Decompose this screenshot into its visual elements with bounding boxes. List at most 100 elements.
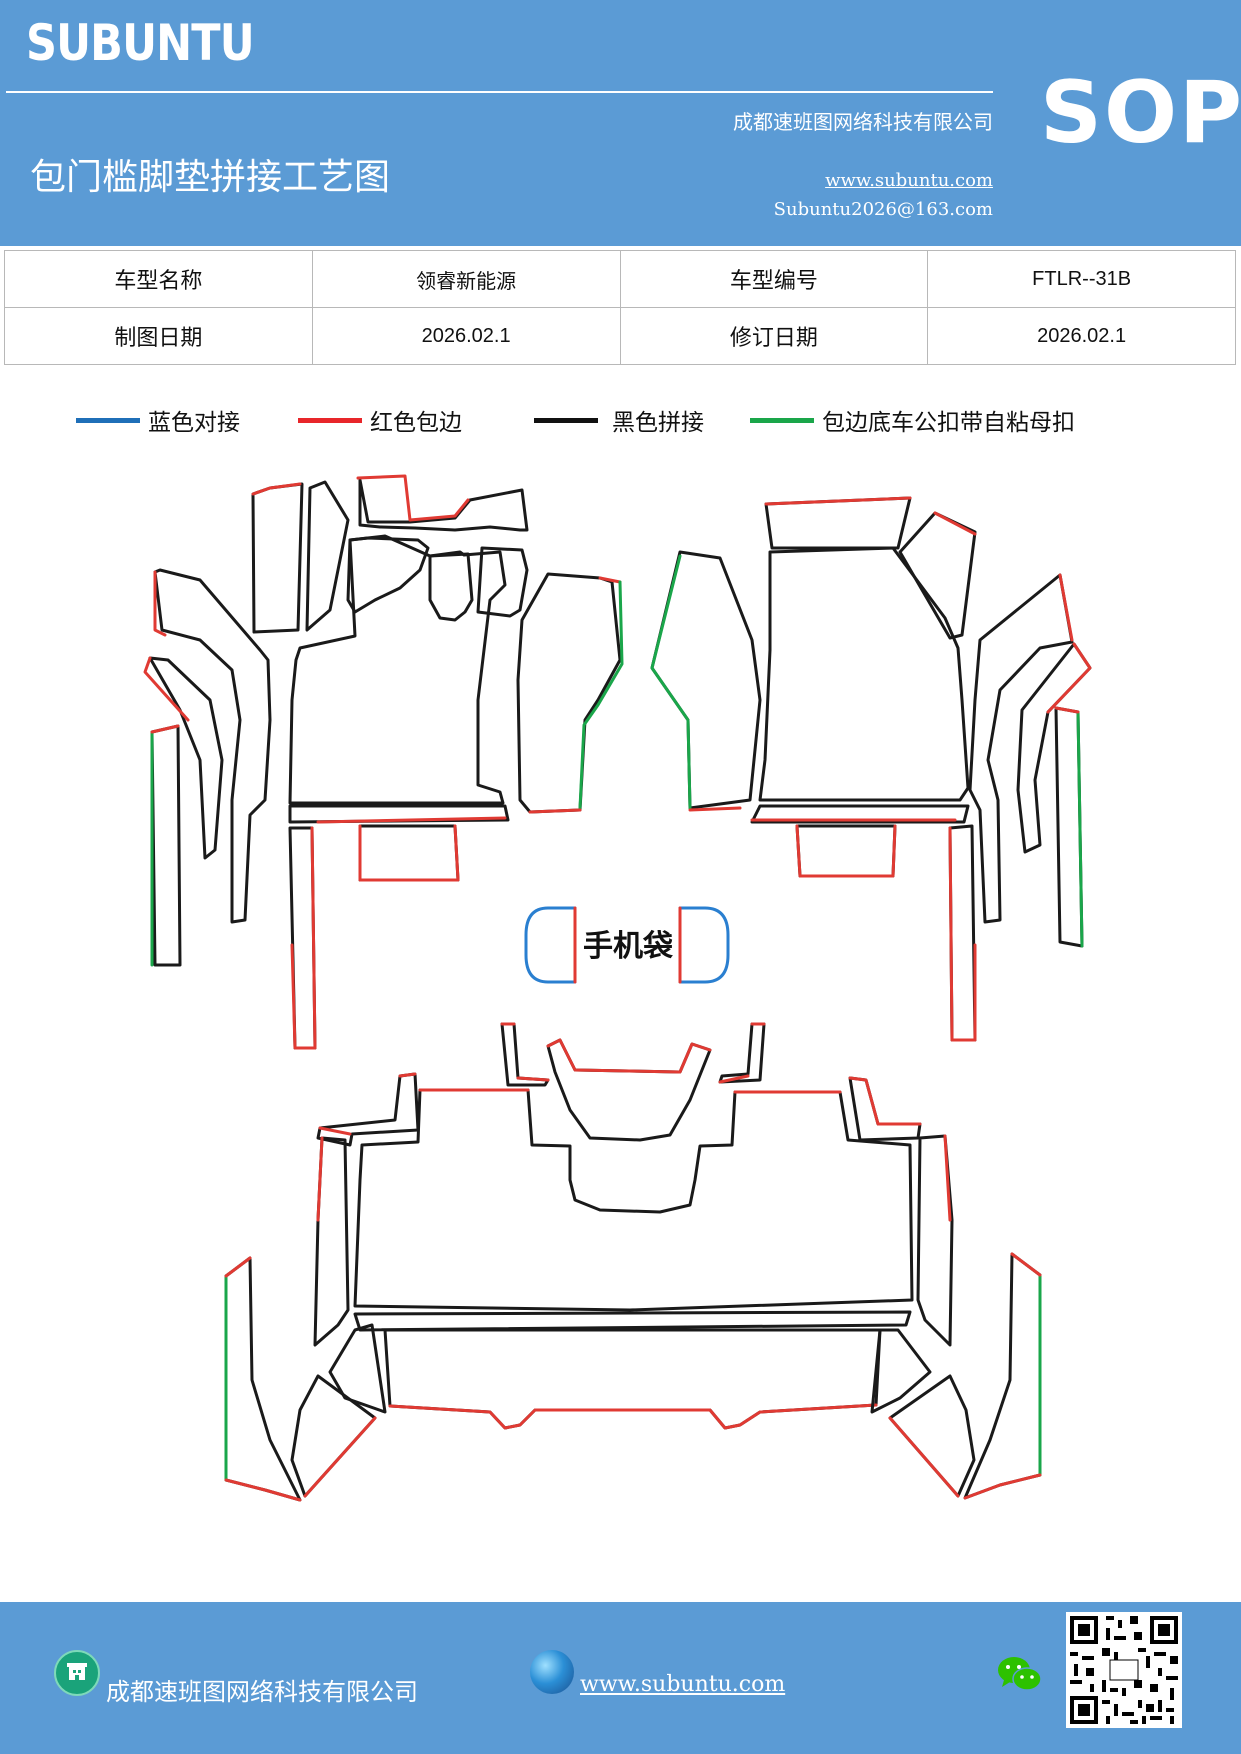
rear-left-step-red xyxy=(318,1072,417,1136)
driver-bottom-strip xyxy=(288,804,510,824)
rear-footwell xyxy=(383,1328,882,1430)
passenger-pedal-rect xyxy=(795,824,897,878)
rear-left-triangle xyxy=(290,1374,377,1498)
left-vertical-red xyxy=(150,724,180,734)
sop-badge: SOP xyxy=(1040,63,1241,163)
rear-main-mat xyxy=(353,1088,914,1312)
top-trim-piece xyxy=(358,478,529,532)
phone-pocket-left-blue xyxy=(524,906,577,984)
phone-pocket-group: 手机袋 xyxy=(524,906,730,984)
footer-company: 成都速班图网络科技有限公司 xyxy=(106,1678,418,1706)
rear-right-triangle-red xyxy=(888,1416,960,1498)
passenger-side-red xyxy=(933,511,977,536)
legend-item-black: 黑色拼接 xyxy=(534,402,704,438)
rear-right-wing xyxy=(963,1252,1042,1500)
value-draw-date: 2026.02.1 xyxy=(311,307,621,365)
driver-mat xyxy=(288,534,507,805)
front-right-mat-group xyxy=(650,496,1092,1042)
rear-left-side-red xyxy=(316,1136,324,1222)
rear-right-wing-red xyxy=(963,1252,1042,1500)
document-title: 包门槛脚垫拼接工艺图 xyxy=(30,157,391,198)
header-banner: SUBUNTU 成都速班图网络科技有限公司 包门槛脚垫拼接工艺图 www.sub… xyxy=(0,0,1241,246)
vehicle-info-table: 车型名称 领睿新能源 车型编号 FTLR--31B 制图日期 2026.02.1… xyxy=(4,250,1236,365)
legend-label: 蓝色对接 xyxy=(148,410,240,436)
passenger-left-piece xyxy=(650,550,762,810)
rear-lower-strip xyxy=(353,1310,912,1332)
pedal-rect-piece xyxy=(358,824,460,882)
rear-right-step xyxy=(848,1076,922,1142)
table-row: 车型名称 领睿新能源 车型编号 FTLR--31B xyxy=(4,250,1236,308)
value-model-code: FTLR--31B xyxy=(927,250,1236,308)
phone-pocket-label: 手机袋 xyxy=(583,929,673,964)
qr-code xyxy=(1066,1612,1182,1728)
header-company: 成都速班图网络科技有限公司 xyxy=(733,110,993,134)
front-left-mat-group xyxy=(143,474,624,1050)
right-narrow-red xyxy=(948,826,977,1042)
header-divider xyxy=(6,91,993,93)
passenger-side-triangle xyxy=(898,511,977,640)
rear-mat-group xyxy=(224,1022,1042,1502)
value-model-name: 领睿新能源 xyxy=(311,250,621,308)
brand-logo: SUBUNTU xyxy=(26,14,255,72)
rear-left-small-tab xyxy=(328,1323,387,1414)
legend-swatch-green xyxy=(750,417,814,423)
center-console-green xyxy=(578,580,624,810)
rear-left-wing xyxy=(224,1256,302,1502)
passenger-mat xyxy=(758,546,970,802)
legend-item-green: 包边底车公扣带自粘母扣 xyxy=(750,402,1075,438)
right-narrow-strip xyxy=(948,824,977,1042)
globe-icon xyxy=(530,1650,574,1694)
legend-label: 黑色拼接 xyxy=(612,410,704,436)
left-curved-inner xyxy=(148,656,224,860)
right-curved-inner-red xyxy=(1046,642,1092,714)
left-mid-piece-2 xyxy=(476,546,529,618)
pedal-rect-red xyxy=(358,824,460,882)
left-vertical-strip xyxy=(150,724,182,967)
rear-right-triangle xyxy=(888,1374,976,1498)
legend-item-red: 红色包边 xyxy=(298,402,462,438)
passenger-pedal-red xyxy=(795,824,897,878)
passenger-top-red xyxy=(764,496,912,506)
legend-label: 包边底车公扣带自粘母扣 xyxy=(822,410,1075,436)
rear-right-step-red xyxy=(848,1076,922,1126)
rear-left-triangle-red xyxy=(303,1416,377,1498)
center-console-red-bottom xyxy=(528,808,582,814)
top-trim-red-edge xyxy=(356,474,470,522)
header-website-link[interactable]: www.subuntu.com xyxy=(825,170,993,191)
label-revision-date: 修订日期 xyxy=(619,307,929,365)
left-a-pillar-red xyxy=(251,482,302,496)
rear-left-step xyxy=(316,1072,420,1147)
legend-swatch-red xyxy=(298,417,362,423)
left-mid-piece xyxy=(428,552,474,622)
footer-website-link[interactable]: www.subuntu.com xyxy=(580,1672,786,1697)
center-console-red xyxy=(598,576,622,584)
building-icon xyxy=(54,1650,100,1696)
left-curved-piece xyxy=(153,568,272,924)
right-curved-piece xyxy=(968,573,1074,924)
passenger-bottom-strip xyxy=(750,804,970,824)
passenger-left-green xyxy=(650,554,692,810)
legend-label: 红色包边 xyxy=(370,410,462,436)
right-curved-red xyxy=(1058,573,1074,642)
passenger-top-piece xyxy=(764,496,912,550)
value-revision-date: 2026.02.1 xyxy=(927,307,1236,365)
legend-item-blue: 蓝色对接 xyxy=(76,402,240,438)
label-draw-date: 制图日期 xyxy=(4,307,313,365)
right-vertical-green xyxy=(1076,710,1084,948)
rear-tab-right xyxy=(718,1022,766,1084)
rear-hump-red xyxy=(546,1038,712,1074)
label-model-code: 车型编号 xyxy=(619,250,929,308)
footer-banner: 成都速班图网络科技有限公司 www.subuntu.com xyxy=(0,1602,1241,1754)
rear-tab-left-red xyxy=(500,1022,550,1082)
left-narrow-red xyxy=(290,826,317,1050)
driver-bottom-red xyxy=(316,816,507,824)
rear-right-side-red xyxy=(943,1134,952,1222)
wechat-icon[interactable] xyxy=(996,1652,1044,1696)
rear-footwell-red xyxy=(388,1403,878,1430)
table-row: 制图日期 2026.02.1 修订日期 2026.02.1 xyxy=(4,307,1236,365)
label-model-name: 车型名称 xyxy=(4,250,313,308)
left-curved-red xyxy=(153,570,167,637)
rear-left-wing-red xyxy=(224,1256,302,1502)
rear-tab-left xyxy=(500,1022,550,1087)
